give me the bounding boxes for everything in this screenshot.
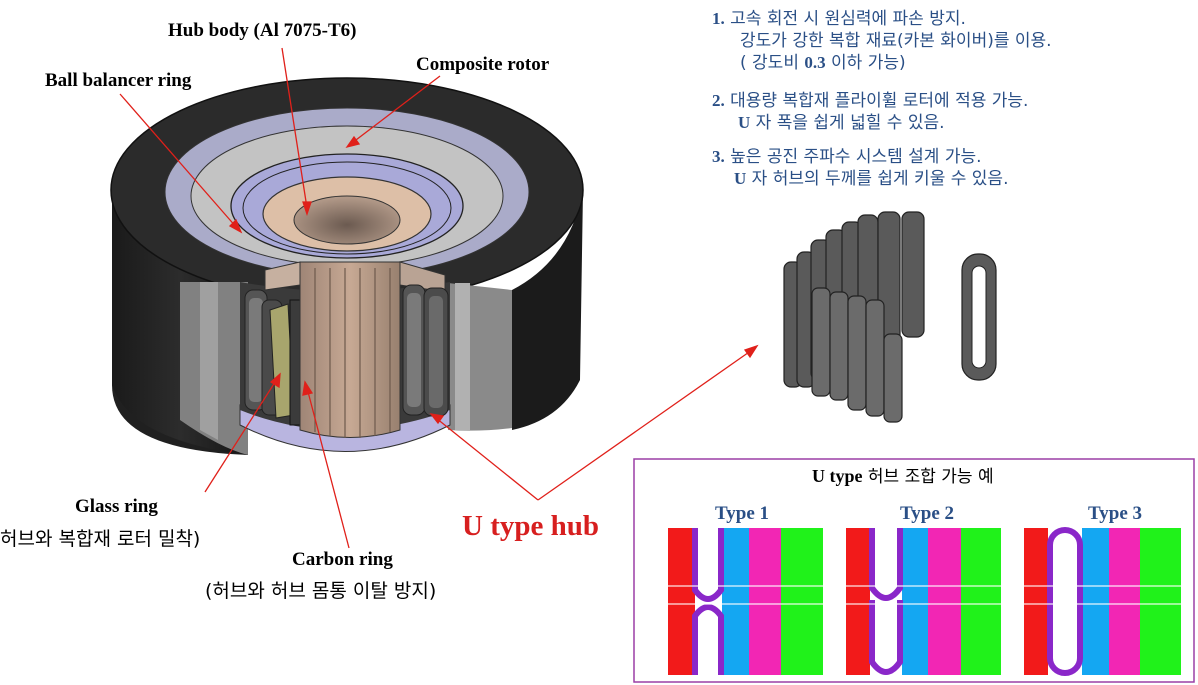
note-2-line2-pre: U — [738, 113, 751, 132]
type1-label: Type 1 — [715, 503, 770, 524]
rotor-assembly — [110, 77, 584, 455]
note-1-line1: 고속 회전 시 원심력에 파손 방지. — [730, 9, 966, 29]
ball-balancer-label: Ball balancer ring — [45, 70, 192, 91]
glass-ring-label: Glass ring — [75, 496, 158, 517]
u-hub-right — [402, 284, 449, 417]
note-1: 1. 고속 회전 시 원심력에 파손 방지. 강도가 강한 복합 재료(카본 화… — [712, 8, 1052, 74]
type1-stack — [668, 528, 823, 675]
note-2-line2: 자 폭을 쉽게 넓힐 수 있음. — [750, 113, 945, 133]
carbon-ring-label: Carbon ring — [292, 549, 393, 570]
glass-ring-note: 허브와 복합재 로터 밀착) — [0, 528, 201, 550]
combo-title-en: U type — [812, 466, 863, 486]
type3-stack — [1024, 527, 1181, 676]
note-1-num: 1. — [712, 9, 725, 28]
hub-body-label: Hub body (Al 7075-T6) — [168, 20, 357, 41]
note-1-line2: 강도가 강한 복합 재료(카본 화이버)를 이용. — [740, 31, 1052, 51]
note-3-line1: 높은 공진 주파수 시스템 설계 가능. — [730, 147, 982, 167]
label-arrows — [119, 47, 759, 549]
note-2-num: 2. — [712, 91, 725, 110]
type2-stack — [846, 528, 1001, 675]
note-2: 2. 대용량 복합재 플라이휠 로터에 적용 가능. U 자 폭을 쉽게 넓힐 … — [712, 90, 1028, 134]
u-hub-single-segment — [961, 253, 997, 381]
note-3-num: 3. — [712, 147, 725, 166]
note-2-line1: 대용량 복합재 플라이휠 로터에 적용 가능. — [730, 91, 1029, 111]
note-3-line2: 자 허브의 두께를 쉽게 키울 수 있음. — [746, 169, 1009, 189]
note-3: 3. 높은 공진 주파수 시스템 설계 가능. U 자 허브의 두께를 쉽게 키… — [712, 146, 1008, 190]
note-3-line2-pre: U — [734, 169, 747, 188]
combo-box-title: U type 허브 조합 가능 예 — [812, 462, 994, 487]
u-hub-exploded — [783, 211, 925, 423]
type2-label: Type 2 — [900, 503, 955, 524]
carbon-ring-note: (허브와 허브 몸통 이탈 방지) — [205, 580, 437, 602]
combo-title-ko: 허브 조합 가능 예 — [862, 467, 994, 487]
note-1-line3-post: 이하 가능) — [825, 53, 906, 73]
note-1-line3-pre: ( 강도비 — [740, 53, 805, 73]
hub-bore — [293, 195, 401, 245]
u-type-hub-label: U type hub — [462, 510, 599, 542]
stack-divider-lines — [668, 585, 1181, 605]
composite-rotor-label: Composite rotor — [416, 54, 550, 75]
note-1-line3-num: 0.3 — [804, 53, 826, 72]
type3-label: Type 3 — [1088, 503, 1143, 524]
